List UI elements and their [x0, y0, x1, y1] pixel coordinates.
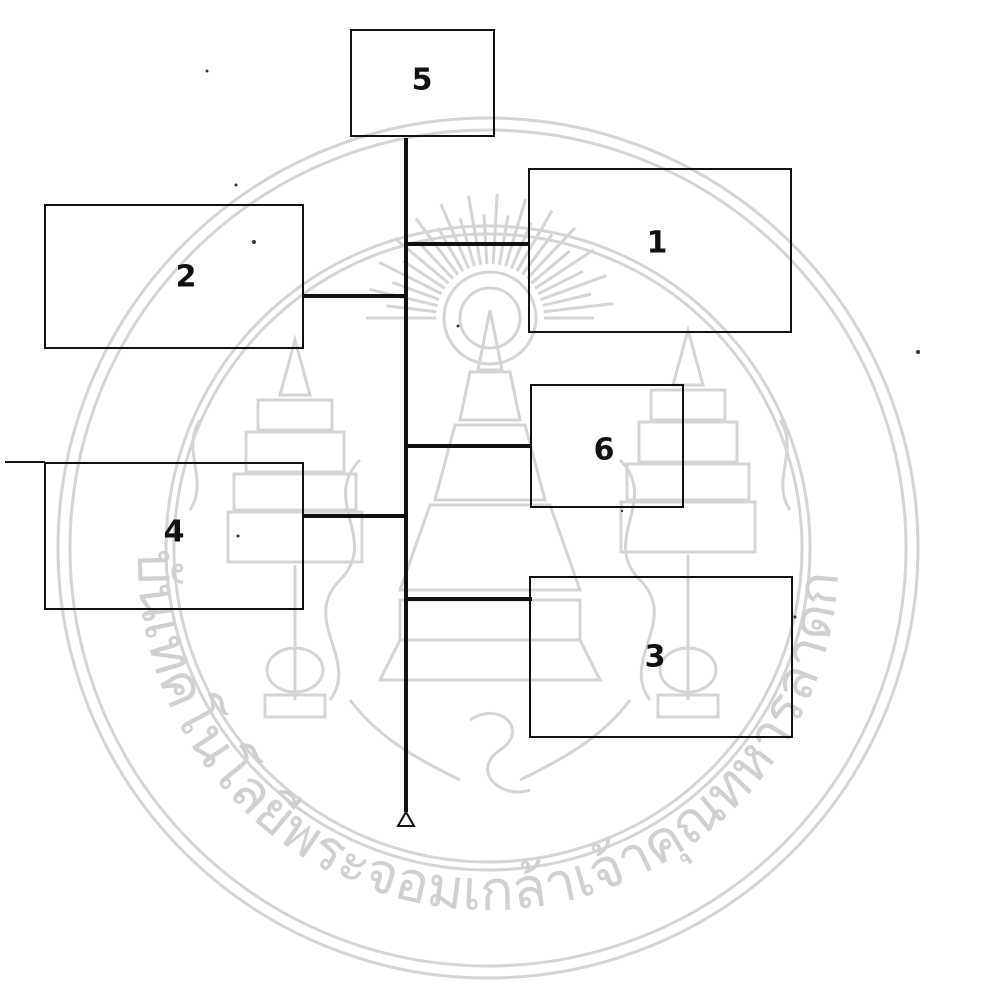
- watermark-sunburst: [366, 194, 613, 364]
- watermark-ray: [544, 304, 614, 312]
- scan-specks: [206, 70, 921, 619]
- spine-end-triangle: [398, 812, 414, 826]
- box-left-lower-label: 4: [164, 515, 185, 550]
- box-top: 5: [351, 30, 494, 136]
- watermark-ray: [493, 194, 497, 264]
- watermark-outer-ring: [58, 118, 918, 978]
- watermark-right-pedestal: [621, 330, 755, 717]
- box-right-middle-label: 6: [594, 433, 615, 468]
- box-top-label: 5: [412, 63, 433, 98]
- watermark-ray: [387, 306, 437, 312]
- watermark-left-pedestal: [228, 340, 362, 717]
- box-right-middle: 6: [531, 385, 683, 507]
- box-right-lower-label: 3: [645, 640, 666, 675]
- box-right-upper-label: 1: [647, 226, 668, 261]
- watermark-seal: สถาบันเทคโนโลยีพระจอมเกล้าเจ้าคุณทหารลาด…: [0, 0, 918, 978]
- watermark-outer-ring-inner: [70, 130, 906, 966]
- watermark-ray: [484, 214, 487, 264]
- box-left-upper-label: 2: [176, 260, 197, 295]
